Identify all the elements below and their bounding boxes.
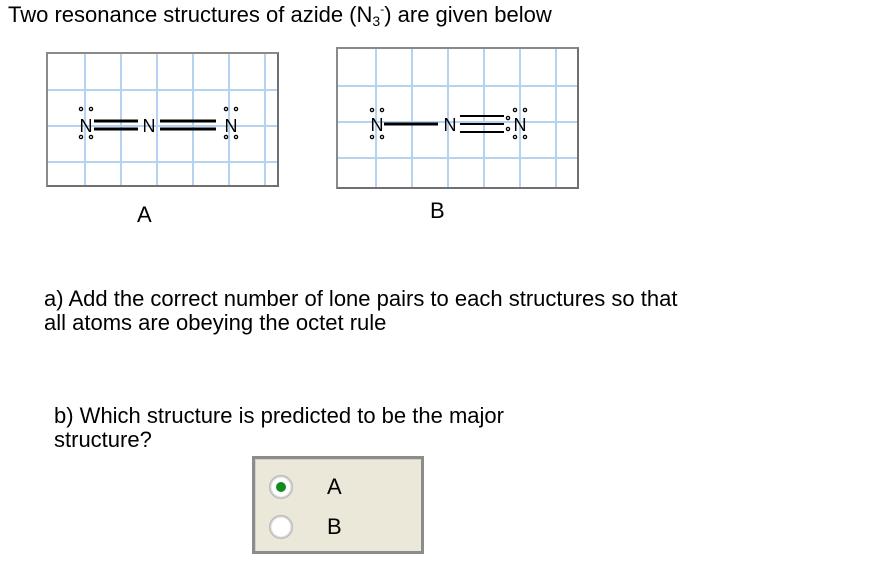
radio-unselected-icon[interactable]: [269, 515, 293, 539]
title-suffix: ) are given below: [384, 2, 552, 27]
question-a-line2: all atoms are obeying the octet rule: [44, 310, 387, 335]
question-a-line1: a) Add the correct number of lone pairs …: [44, 286, 678, 311]
svg-text:N: N: [371, 115, 384, 135]
svg-text:N: N: [80, 116, 93, 136]
page-title: Two resonance structures of azide (N3-) …: [8, 2, 552, 28]
svg-text:N: N: [225, 116, 238, 136]
radio-option-a[interactable]: A: [269, 472, 342, 502]
question-b-line1: b) Which structure is predicted to be th…: [54, 403, 504, 428]
question-a: a) Add the correct number of lone pairs …: [44, 287, 677, 335]
svg-text:N: N: [514, 115, 527, 135]
radio-option-b-label: B: [327, 514, 342, 539]
radio-dot-icon: [276, 482, 286, 492]
title-superscript: -: [380, 2, 385, 16]
title-subscript: 3: [372, 13, 381, 29]
radio-option-b[interactable]: B: [269, 512, 342, 542]
radio-selected-icon[interactable]: [269, 475, 293, 499]
question-b: b) Which structure is predicted to be th…: [54, 404, 504, 452]
svg-text:N: N: [444, 115, 457, 135]
question-b-line2: structure?: [54, 427, 152, 452]
svg-text:N: N: [143, 116, 156, 136]
grid-lines: [338, 49, 577, 187]
structure-b-label: B: [430, 198, 445, 223]
structure-a-label: A: [137, 202, 152, 227]
title-text: Two resonance structures of azide (N: [8, 2, 373, 27]
major-structure-radio-group: A B: [252, 456, 424, 554]
radio-option-a-label: A: [327, 474, 342, 499]
